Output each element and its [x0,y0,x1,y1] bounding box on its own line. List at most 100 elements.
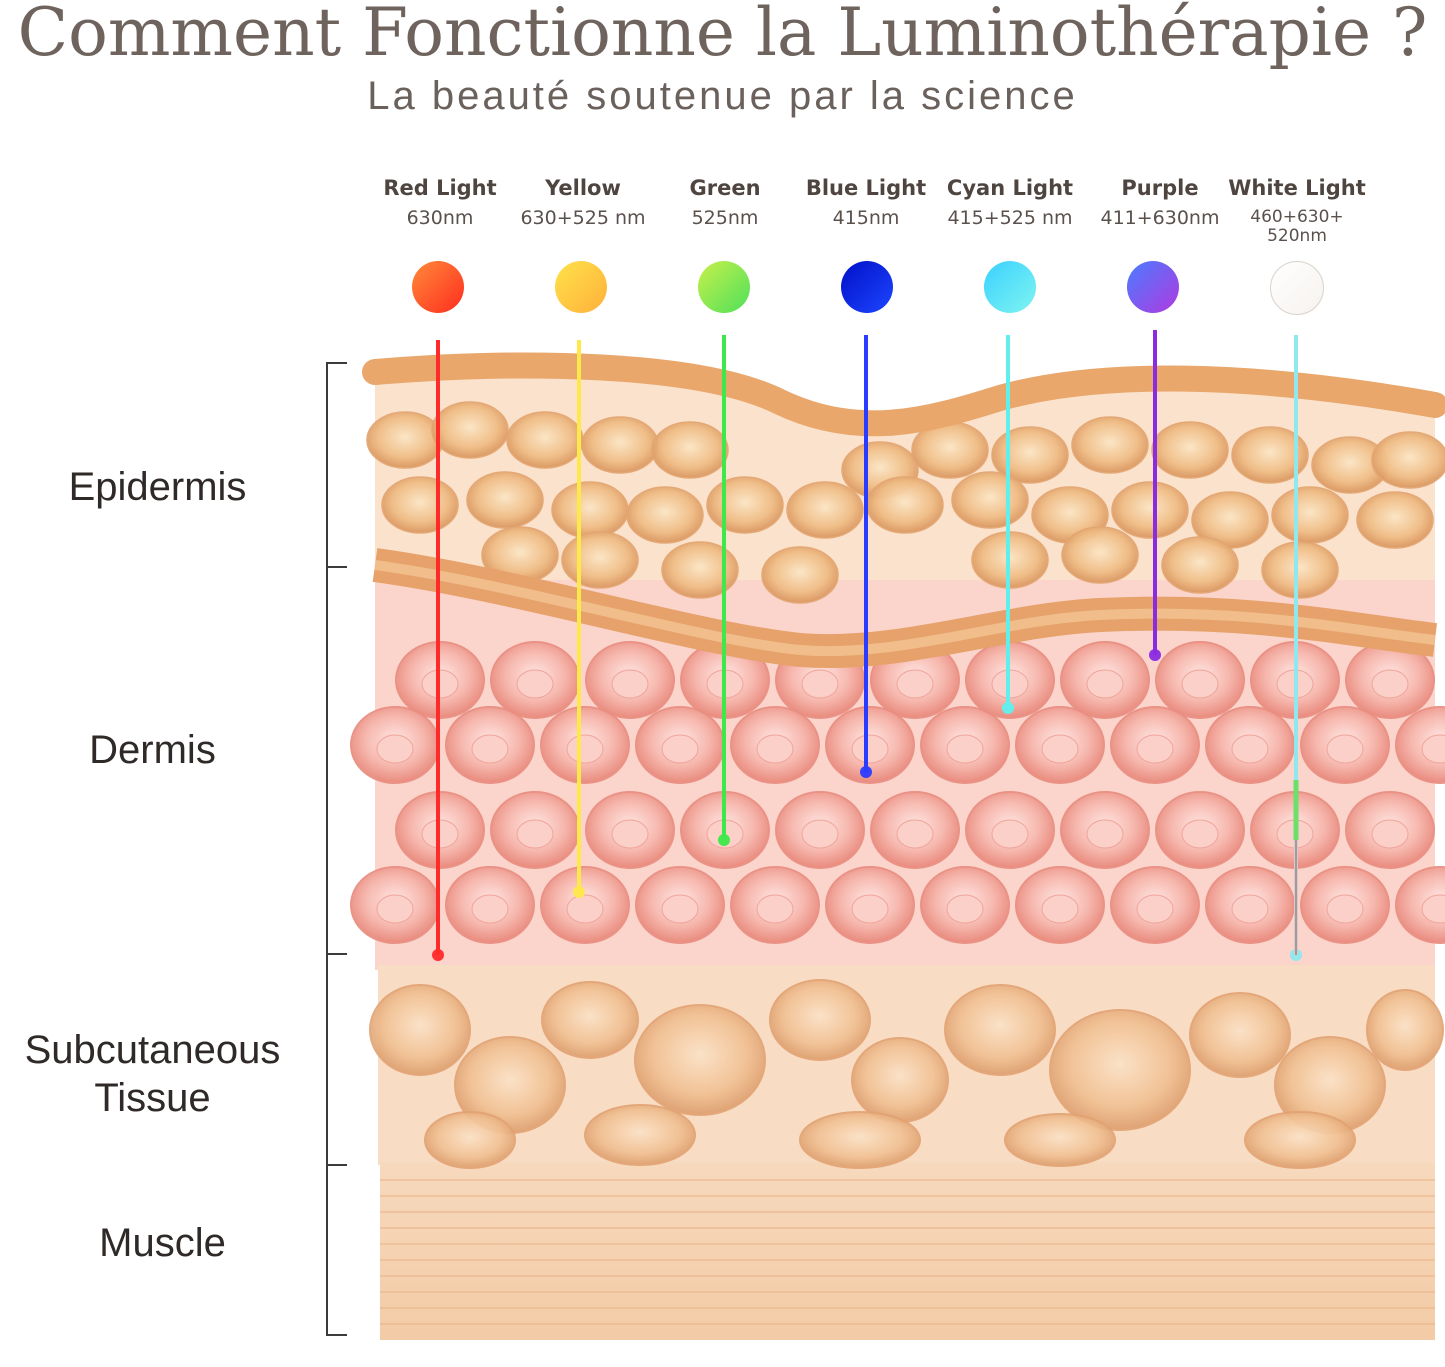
dermis-cell-nucleus [756,734,794,764]
dermis-cell-nucleus [1326,894,1364,924]
layer-label-muscle: Muscle [99,1221,226,1265]
dermis-cell-nucleus [376,734,414,764]
dermis-cell-nucleus [946,894,984,924]
light-wavelength: 525nm [691,207,759,229]
dermis-cell-nucleus [896,819,934,849]
light-beam-tip [432,949,444,961]
dermis-cell-nucleus [471,734,509,764]
subcutaneous-cell [1244,1111,1356,1169]
epidermis-cell [1161,536,1239,594]
epidermis-cell [581,416,659,474]
light-beams [432,330,1302,961]
dermis-cell-nucleus [756,894,794,924]
dermis-cell-nucleus [801,669,839,699]
light-name: Cyan Light [946,176,1074,200]
dermis-cell-nucleus [471,894,509,924]
epidermis-cell [1061,526,1139,584]
dermis-cell-nucleus [661,894,699,924]
top-membrane [362,352,1445,437]
purple-light-dot [1127,261,1179,313]
dermis-cell-nucleus [1181,669,1219,699]
layer-bracket [326,362,347,1336]
dermis-cell-nucleus [516,819,554,849]
epidermis-cell [551,481,629,539]
epidermis-cell [1071,416,1149,474]
dermis-cell-nucleus [611,819,649,849]
layer-label-dermis: Dermis [89,728,216,772]
light-wavelength: 460+630+ 520nm [1250,207,1344,246]
dermis-cell-nucleus [566,894,604,924]
epidermis-cell [381,476,459,534]
light-wavelength: 630nm [406,207,474,229]
subcutaneous-cell [584,1104,696,1166]
light-name: Red Light [383,176,497,200]
dermis-cell-nucleus [661,734,699,764]
dermis-cell-nucleus [1136,734,1174,764]
dermis-cell-nucleus [1086,669,1124,699]
subcutaneous-cell [769,979,871,1061]
dermis-cell-nucleus [1421,894,1445,924]
light-name: White Light [1228,176,1366,200]
subcutaneous-cell [1004,1113,1116,1167]
yellow-light-dot [555,261,607,313]
subcutaneous-cell [424,1111,516,1169]
light-white: White Light 460+630+ 520nm [1222,170,1372,246]
epidermis-cell [506,411,584,469]
dermis-cell-nucleus [516,669,554,699]
dermis-cell-nucleus [1086,819,1124,849]
dermis-cell-nucleus [1136,894,1174,924]
red-light-dot [412,261,464,313]
light-wavelength: 415nm [832,207,900,229]
dermis-cell-nucleus [1371,819,1409,849]
epidermis-cell [651,421,729,479]
light-wavelength: 630+525 nm [520,207,646,229]
subcutaneous-cell [541,981,639,1059]
light-name: Green [689,176,761,200]
light-name: Purple [1121,176,1199,200]
epidermis-cell [786,481,864,539]
epidermis-cell [1231,426,1309,484]
light-cyan: Cyan Light 415+525 nm [935,170,1085,229]
light-name: Blue Light [805,176,927,200]
epidermis-cell [866,476,944,534]
light-wavelength: 411+630nm [1100,207,1220,229]
white-light-dot [1270,261,1324,315]
dermis-cell-nucleus [1421,734,1445,764]
green-light-dot [698,261,750,313]
dermis-cell-nucleus [1326,734,1364,764]
dermis-cell-nucleus [376,894,414,924]
subcutaneous-cell [369,984,471,1076]
cyan-light-dot [984,261,1036,313]
dermis-cell-nucleus [1231,894,1269,924]
epidermis-cell [626,486,704,544]
dermis-cell-nucleus [991,819,1029,849]
light-beam-tip [573,886,585,898]
layer-label-epidermis: Epidermis [68,465,247,509]
layer-label-subcutaneous: Subcutaneous Tissue [24,1028,281,1120]
light-green: Green 525nm [650,170,800,229]
dermis-cell-nucleus [611,669,649,699]
subcutaneous-cell [1366,989,1444,1071]
subcutaneous-cell [634,1004,766,1116]
light-name: Yellow [545,176,621,200]
epidermis-cell [1151,421,1229,479]
subcutaneous-cell [851,1037,949,1123]
light-beam-tip [1149,649,1161,661]
dermis-cell-nucleus [1371,669,1409,699]
page-subtitle: La beauté soutenue par la science [367,74,1078,118]
epidermis-cell [1371,431,1445,489]
muscle-fibers [380,1179,1435,1325]
dermis-cell-nucleus [946,734,984,764]
light-beam-tip [718,834,730,846]
epidermis-cell [951,471,1029,529]
light-purple: Purple 411+630nm [1085,170,1235,229]
light-wavelength: 415+525 nm [947,207,1073,229]
dermis-cell-nucleus [801,819,839,849]
muscle-layer [380,1162,1435,1340]
light-beam-tip [860,766,872,778]
dermis-cell-nucleus [851,894,889,924]
dermis-cell-nucleus [1181,819,1219,849]
subcutaneous-cell [1049,1009,1191,1131]
dermis-cell-nucleus [1231,734,1269,764]
